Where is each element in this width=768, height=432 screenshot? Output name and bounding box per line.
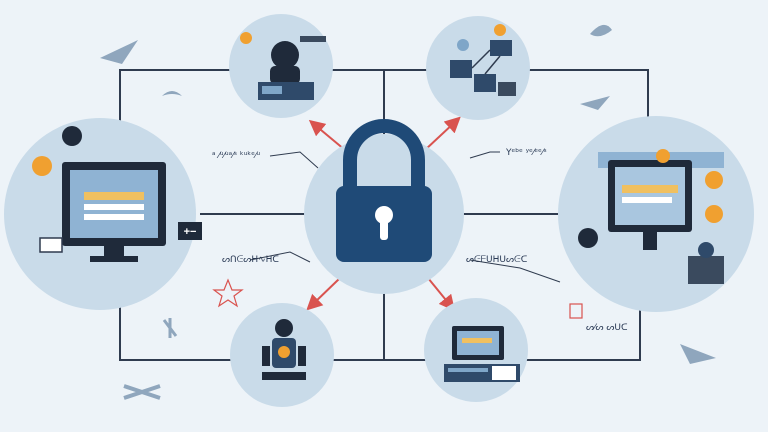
connector-bottom-left [119,300,240,361]
note-bottom-right: ᔕᕮᖴᑌᕼᑌᔕᕮᑕ [466,255,528,265]
padlock-icon [336,119,432,262]
terminal-keyboard-icon [444,326,520,382]
connector-bottom-right [520,300,641,361]
hooded-hacker-icon [240,32,326,100]
annotation-pointers [249,151,561,283]
node-device-network [426,16,530,120]
arrow-to-bottom-right [427,277,456,312]
tool-icon [162,318,178,338]
arrow-to-top-left [308,119,346,151]
robot-icon [262,319,306,380]
node-robot-assistant [230,303,334,407]
monitor-shield-icon [32,126,166,262]
star-icon [212,278,244,308]
badge-left: +− [178,222,202,240]
arrow-to-top-right [424,116,461,151]
note-top-left: ᵃ ⁄ᵘ⁄ᵘᵃ⁄ˢ ᵏᵘᵏᵉ⁄ᵘ [212,151,260,161]
arrow-to-bottom-left [306,277,341,311]
note-card-icon [569,303,583,319]
note-top-right: Yᵉᵇᵉ ʸᵉ⁄ᵉᵉ⁄ˢ [505,148,547,158]
node-server-monitor [558,116,754,312]
scissors-icon [123,384,161,400]
badge-left-text: +− [184,226,197,238]
node-terminal-station [424,298,528,402]
bird-icon [162,91,182,96]
node-desktop-security [4,118,196,310]
hub-arrows [306,116,461,312]
note-lower-right: ᔕ⁄ᔕ ᔕᑌᑕ [586,323,628,333]
node-hacker-workstation [229,14,333,118]
network-devices-icon [450,24,516,96]
wing-icon [680,344,716,364]
paper-plane-icon [100,40,138,64]
decorations [100,24,716,400]
leaf-icon [590,24,612,37]
connector-top-right [520,69,649,135]
hub-node [304,119,464,294]
monitor-robot-icon [578,149,724,284]
paper-plane-icon-right [580,96,610,110]
